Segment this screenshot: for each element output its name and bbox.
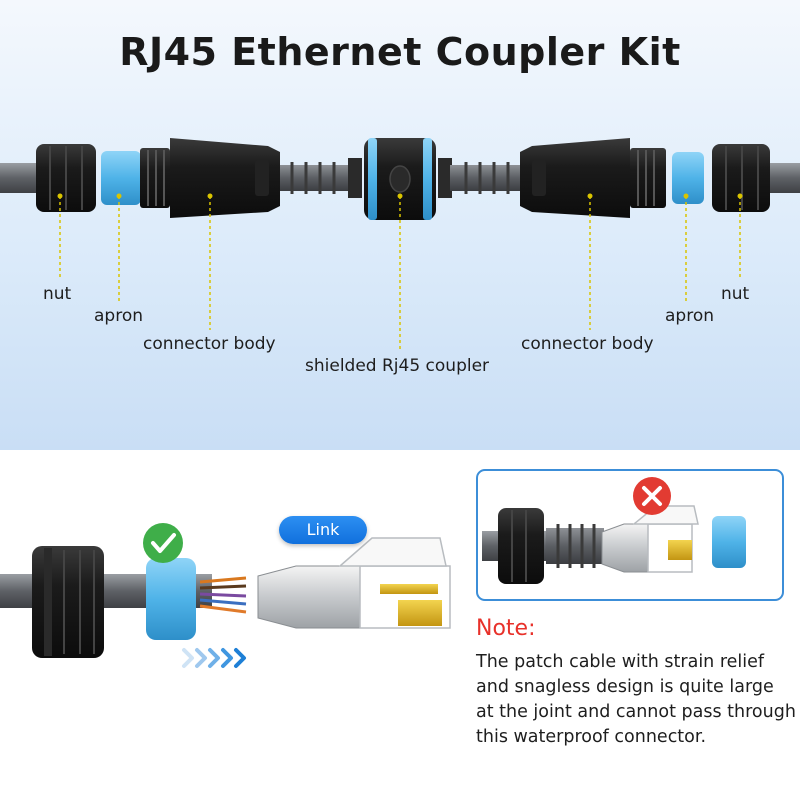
label-connector-body-right: connector body	[521, 334, 654, 354]
page-title: RJ45 Ethernet Coupler Kit	[119, 30, 681, 74]
label-coupler: shielded Rj45 coupler	[305, 356, 490, 376]
connector-body-right	[520, 138, 666, 218]
label-nut-right: nut	[721, 284, 750, 304]
top-panel	[0, 0, 800, 450]
assembly-incorrect	[482, 505, 746, 584]
rj45-plug-correct	[257, 537, 451, 629]
nut-right	[712, 144, 770, 212]
check-circle-icon	[143, 523, 183, 563]
exploded-kit	[0, 138, 800, 220]
label-nut-left: nut	[43, 284, 72, 304]
cable-boot-right	[438, 158, 520, 198]
apron-right	[672, 152, 704, 204]
exposed-wires	[199, 576, 247, 614]
assembly-correct	[0, 537, 451, 658]
label-apron-left: apron	[94, 306, 143, 326]
nut-left	[36, 144, 96, 212]
nut-bottom	[32, 546, 104, 658]
leader-dots	[57, 193, 743, 199]
shielded-coupler	[364, 138, 436, 220]
error-x-icon	[633, 477, 671, 515]
link-badge: Link	[279, 516, 367, 544]
connector-body-left	[140, 138, 280, 218]
label-apron-right: apron	[665, 306, 714, 326]
apron-left	[101, 151, 141, 205]
note-body: The patch cable with strain relief and s…	[476, 652, 796, 747]
label-connector-body-left: connector body	[143, 334, 276, 354]
arrow-chevrons-icon	[182, 648, 246, 668]
leader-lines	[59, 196, 741, 352]
cable-boot-left	[280, 158, 362, 198]
apron-bottom	[146, 558, 196, 640]
note-title: Note:	[476, 616, 536, 641]
